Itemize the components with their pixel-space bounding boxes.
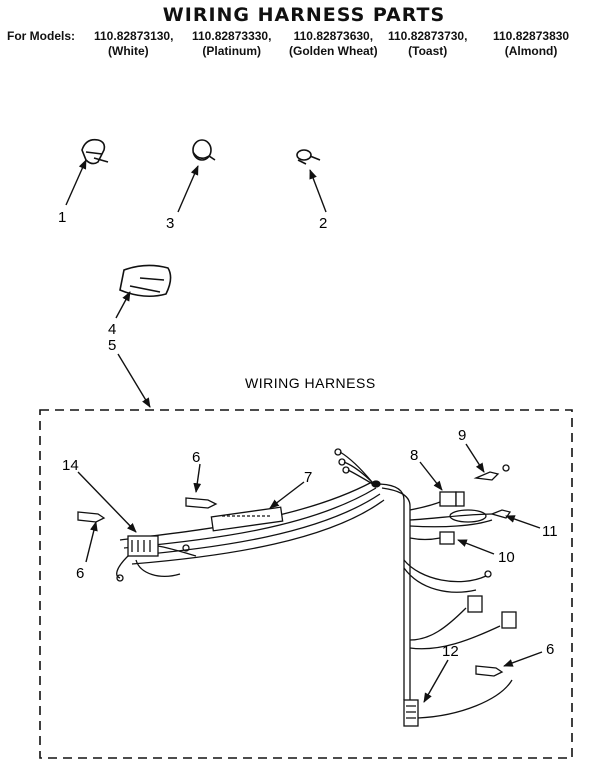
callout-arrow-10: [457, 539, 495, 555]
models-header: For Models: 110.82873130, (White) 110.82…: [0, 29, 608, 59]
model-color: (Platinum): [202, 44, 262, 58]
callout-6c: 6: [546, 641, 554, 658]
callout-7: 7: [304, 469, 312, 486]
section-label: WIRING HARNESS: [245, 375, 376, 391]
callout-arrow-12: [423, 659, 449, 703]
callout-arrow-7: [269, 481, 305, 509]
model-color: (White): [108, 44, 149, 58]
model-white: 110.82873130, (White): [94, 29, 173, 58]
model-color: (Almond): [504, 44, 558, 58]
callout-arrow-5: [117, 353, 151, 408]
callout-1: 1: [58, 209, 66, 226]
callout-3: 3: [166, 215, 174, 232]
model-number: 110.82873830: [493, 29, 570, 43]
callout-12: 12: [442, 643, 459, 660]
model-color: (Toast): [408, 44, 448, 58]
part-2-grommet: [296, 149, 321, 165]
callout-arrow-4: [115, 291, 131, 319]
callout-14: 14: [62, 457, 79, 474]
model-toast: 110.82873730, (Toast): [388, 29, 467, 58]
callout-arrow-6a: [193, 463, 202, 493]
model-number: 110.82873330,: [192, 29, 272, 43]
callout-10: 10: [498, 549, 515, 566]
wiring-harness: [77, 448, 517, 727]
model-number: 110.82873630,: [293, 29, 374, 43]
callout-arrow-11: [505, 515, 541, 529]
callout-arrow-6c: [503, 651, 543, 667]
callout-11: 11: [542, 523, 558, 540]
model-number: 110.82873730,: [388, 29, 468, 43]
models-label: For Models:: [7, 29, 75, 43]
model-color: (Golden Wheat): [289, 44, 378, 58]
callout-arrow-3: [177, 165, 199, 213]
callout-arrow-2: [309, 169, 327, 213]
part-3-clamp: [192, 139, 216, 161]
callout-6a: 6: [192, 449, 200, 466]
callout-arrow-8: [419, 461, 443, 491]
model-number: 110.82873130,: [94, 29, 174, 43]
callout-9: 9: [458, 427, 466, 444]
callout-arrow-14: [77, 471, 137, 533]
harness-frame: [39, 409, 573, 759]
callout-4: 4: [108, 321, 116, 338]
part-4-sleeve: [119, 264, 172, 298]
callout-2: 2: [319, 215, 327, 232]
callout-arrow-6b: [85, 521, 98, 563]
callout-6b: 6: [76, 565, 84, 582]
model-almond: 110.82873830 (Almond): [493, 29, 569, 58]
part-1-clip: [81, 138, 109, 165]
callout-8: 8: [410, 447, 418, 464]
callout-5: 5: [108, 337, 116, 354]
page-title: WIRING HARNESS PARTS: [162, 4, 446, 26]
callout-arrow-1: [65, 159, 87, 206]
model-platinum: 110.82873330, (Platinum): [192, 29, 271, 58]
model-golden-wheat: 110.82873630, (Golden Wheat): [289, 29, 378, 58]
callout-arrow-9: [465, 443, 485, 473]
